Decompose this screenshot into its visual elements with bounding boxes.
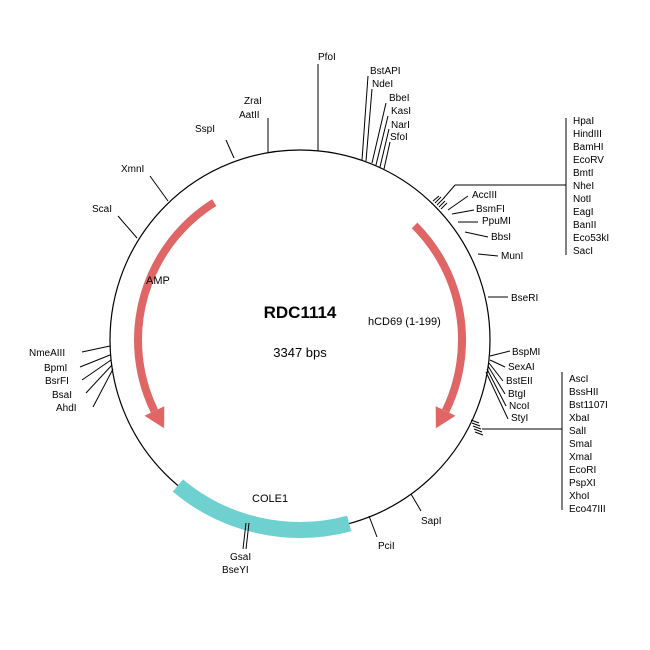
svg-text:HpaI: HpaI <box>573 116 594 127</box>
site-SspI: SspI <box>195 124 235 159</box>
svg-text:BbsI: BbsI <box>491 232 511 243</box>
site-group-right-upper: AccIII BsmFI PpuMI BbsI MunI BseRI <box>447 190 538 304</box>
svg-text:Eco47III: Eco47III <box>569 504 606 515</box>
svg-text:NcoI: NcoI <box>509 401 530 412</box>
plasmid-backbone <box>109 149 491 531</box>
feature-label-hcd69: hCD69 (1-199) <box>368 316 441 328</box>
svg-text:NheI: NheI <box>573 181 594 192</box>
svg-text:StyI: StyI <box>511 413 528 424</box>
hcd69-arrowhead <box>435 406 456 429</box>
svg-text:Bst1107I: Bst1107I <box>569 400 608 411</box>
amp-arrowhead <box>144 406 165 429</box>
svg-text:SacI: SacI <box>573 246 593 257</box>
plasmid-name: RDC1114 <box>264 303 337 322</box>
svg-text:BamHI: BamHI <box>573 142 604 153</box>
site-GsaI-BseYI: GsaI BseYI <box>222 522 251 576</box>
feature-label-amp: AMP <box>146 275 170 287</box>
svg-text:NdeI: NdeI <box>372 79 393 90</box>
svg-text:PpuMI: PpuMI <box>482 216 511 227</box>
svg-text:NotI: NotI <box>573 194 591 205</box>
svg-text:BseRI: BseRI <box>511 293 538 304</box>
site-XmnI: XmnI <box>121 164 169 202</box>
svg-text:BspMI: BspMI <box>512 347 540 358</box>
cole1-feature <box>172 479 352 538</box>
svg-text:AhdI: AhdI <box>56 403 77 414</box>
svg-text:AscI: AscI <box>569 374 588 385</box>
hcd69-arrow <box>411 222 467 413</box>
site-PfoI: PfoI <box>317 52 336 151</box>
svg-text:BstAPI: BstAPI <box>370 66 401 77</box>
site-PciI: PciI <box>368 515 395 552</box>
site-group-right-middle: BspMI SexAI BstEII BtgI NcoI StyI <box>485 347 540 424</box>
plasmid-size: 3347 bps <box>273 345 327 360</box>
site-group-mcs1: HpaI HindIII BamHI EcoRV BmtI NheI NotI … <box>432 116 609 257</box>
svg-text:SspI: SspI <box>195 124 215 135</box>
site-group-mcs2: AscI BssHII Bst1107I XbaI SalI SmaI XmaI… <box>470 372 608 515</box>
svg-text:ScaI: ScaI <box>92 204 112 215</box>
svg-text:BsaI: BsaI <box>52 390 72 401</box>
site-ScaI: ScaI <box>92 204 138 239</box>
site-SapI: SapI <box>410 493 442 527</box>
svg-text:HindIII: HindIII <box>573 129 602 140</box>
svg-text:Eco53kI: Eco53kI <box>573 233 609 244</box>
svg-text:BanII: BanII <box>573 220 596 231</box>
svg-text:AccIII: AccIII <box>472 190 497 201</box>
svg-text:PfoI: PfoI <box>318 52 336 63</box>
svg-text:BsmFI: BsmFI <box>476 204 505 215</box>
svg-text:BmtI: BmtI <box>573 168 594 179</box>
svg-text:AatII: AatII <box>239 110 260 121</box>
svg-text:BseYI: BseYI <box>222 565 249 576</box>
svg-text:XhoI: XhoI <box>569 491 590 502</box>
site-group-top-right: BstAPI NdeI BbeI KasI NarI SfoI <box>361 66 411 170</box>
svg-text:ZraI: ZraI <box>244 96 262 107</box>
svg-text:BtgI: BtgI <box>508 389 526 400</box>
svg-text:NmeAIII: NmeAIII <box>29 348 65 359</box>
svg-text:NarI: NarI <box>391 120 410 131</box>
svg-text:GsaI: GsaI <box>230 552 251 563</box>
site-group-left: NmeAIII BpmI BsrFI BsaI AhdI <box>29 345 114 414</box>
site-AatII: AatII <box>239 110 260 121</box>
svg-text:EagI: EagI <box>573 207 594 218</box>
feature-label-cole1: COLE1 <box>252 493 288 505</box>
svg-text:SfoI: SfoI <box>390 132 408 143</box>
svg-text:BpmI: BpmI <box>44 363 67 374</box>
svg-text:SexAI: SexAI <box>508 362 535 373</box>
svg-text:EcoRV: EcoRV <box>573 155 604 166</box>
svg-text:MunI: MunI <box>501 251 523 262</box>
svg-text:XmnI: XmnI <box>121 164 144 175</box>
svg-text:PciI: PciI <box>378 541 395 552</box>
amp-arrow <box>134 199 217 413</box>
svg-text:SalI: SalI <box>569 426 586 437</box>
svg-text:BstEII: BstEII <box>506 376 533 387</box>
svg-text:EcoRI: EcoRI <box>569 465 596 476</box>
svg-text:SapI: SapI <box>421 516 442 527</box>
svg-text:PspXI: PspXI <box>569 478 596 489</box>
svg-text:KasI: KasI <box>391 106 411 117</box>
svg-text:BbeI: BbeI <box>389 93 410 104</box>
svg-text:SmaI: SmaI <box>569 439 592 450</box>
svg-text:XbaI: XbaI <box>569 413 590 424</box>
svg-text:BsrFI: BsrFI <box>45 376 69 387</box>
svg-text:BssHII: BssHII <box>569 387 598 398</box>
site-ZraI: ZraI <box>244 96 269 152</box>
svg-text:XmaI: XmaI <box>569 452 592 463</box>
